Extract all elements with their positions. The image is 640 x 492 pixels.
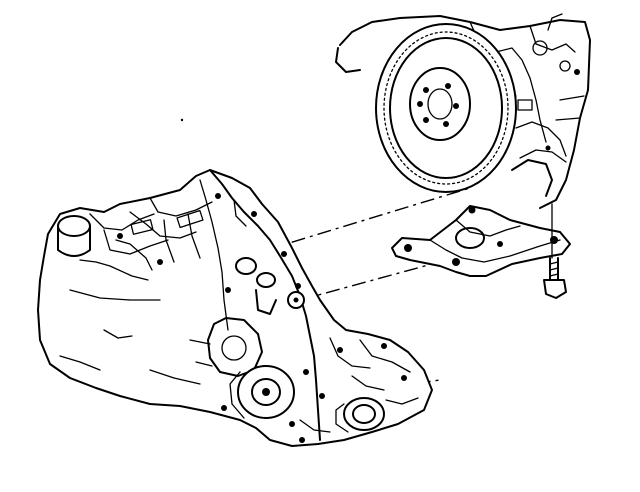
stray-dot [180, 118, 184, 122]
flywheel [375, 23, 517, 193]
mount-bracket [391, 205, 571, 277]
transaxle [37, 169, 433, 447]
bolt [543, 203, 567, 299]
